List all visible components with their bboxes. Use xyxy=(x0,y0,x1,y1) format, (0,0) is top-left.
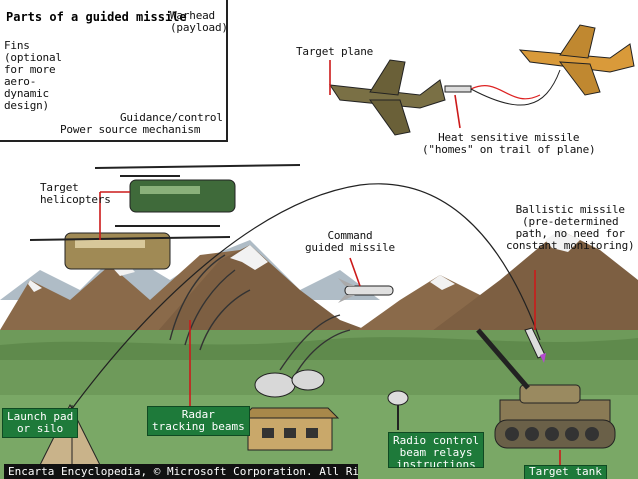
radio-relay-icon xyxy=(387,390,409,430)
radar-beams xyxy=(169,254,351,376)
target-plane-icon xyxy=(328,59,446,136)
helicopter-icon xyxy=(29,225,231,270)
ballistic-missile-icon xyxy=(524,327,546,363)
tag-radar-beams: Radar tracking beams xyxy=(147,406,250,436)
missile-trajectory xyxy=(59,183,541,426)
tag-radio-relays: Radio control beam relays instructions xyxy=(388,432,485,468)
heat-missile-icon xyxy=(444,69,561,106)
label-guidance: Guidance/control mechanism xyxy=(120,111,223,136)
label-target-plane: Target plane xyxy=(296,45,374,58)
command-missile-icon xyxy=(338,278,394,303)
inset-panel: Parts of a guided missile Warhead (paylo… xyxy=(0,0,228,142)
orange-plane-icon xyxy=(518,24,635,96)
label-power-source: Power source xyxy=(60,123,138,136)
label-command-missile: Command guided missile xyxy=(305,229,395,254)
label-ballistic-missile: Ballistic missile (pre-determined path, … xyxy=(506,203,635,252)
helicopter-icon xyxy=(94,164,301,213)
label-warhead: Warhead (payload) xyxy=(170,9,228,34)
radar-station-icon xyxy=(240,369,340,451)
label-fins: Fins (optional for more aero- dynamic de… xyxy=(4,39,62,112)
inset-title: Parts of a guided missile xyxy=(6,10,187,24)
copyright-footer: Encarta Encyclopedia, © Microsoft Corpor… xyxy=(4,464,358,479)
target-tank-icon xyxy=(476,328,616,449)
tag-launch-pad: Launch pad or silo xyxy=(2,408,79,438)
label-target-helicopters: Target helicopters xyxy=(40,181,111,206)
label-heat-missile: Heat sensitive missile ("homes" on trail… xyxy=(422,131,596,156)
tag-target-tank: Target tank xyxy=(524,465,607,479)
